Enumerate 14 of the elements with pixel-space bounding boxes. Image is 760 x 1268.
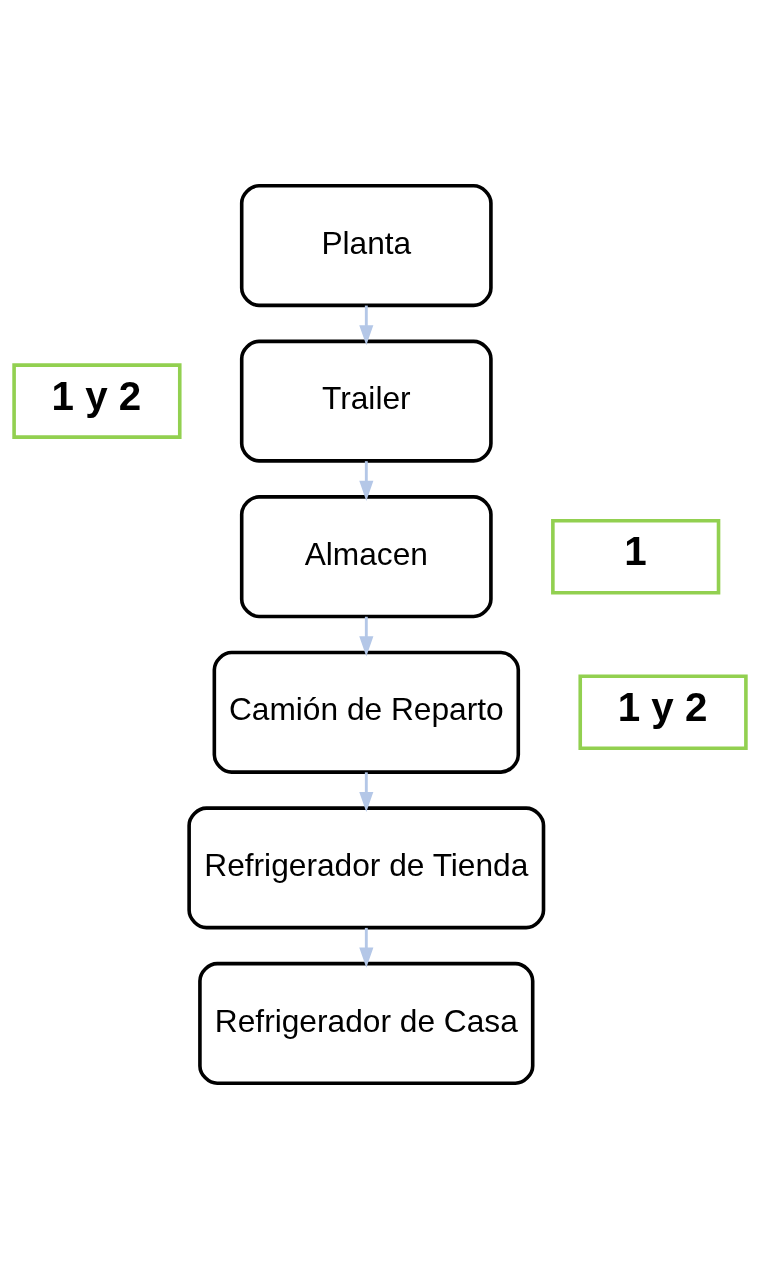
node-box: Planta [239, 183, 493, 307]
arrow [359, 460, 374, 501]
node-box: Refrigerador de Casa [198, 961, 535, 1085]
arrow [359, 616, 374, 656]
node-box: 1 y 2 [12, 362, 182, 439]
node-box: 1 [551, 518, 721, 594]
node-box: Almacen [239, 494, 493, 618]
node-box: Refrigerador de Tienda [187, 805, 546, 929]
arrow [359, 771, 374, 812]
node-box: Trailer [239, 339, 493, 463]
node-box: Camión de Reparto [212, 650, 521, 774]
node-box: 1 y 2 [578, 674, 748, 750]
arrow [359, 305, 374, 345]
arrow [359, 927, 374, 968]
